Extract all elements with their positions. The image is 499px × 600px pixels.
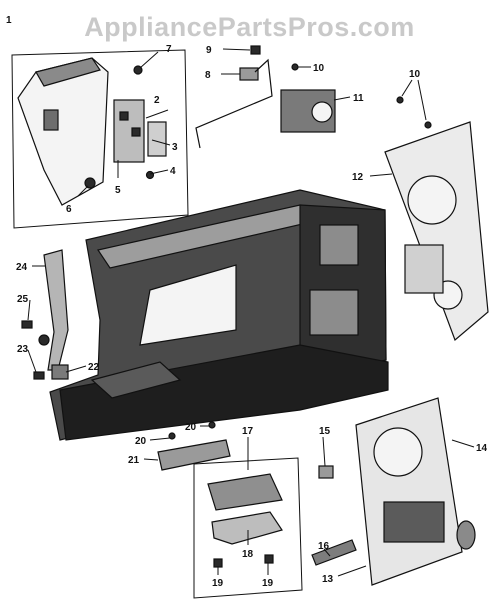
end-cover-panel [384, 96, 489, 342]
screw-part [168, 432, 176, 440]
callout-22: 22 [88, 362, 100, 373]
screw-part [213, 558, 223, 568]
body-bed-plate [90, 361, 182, 399]
linkage-assembly [195, 45, 336, 149]
callout-13: 13 [322, 574, 334, 585]
callout-16: 16 [318, 541, 330, 552]
screw-part [424, 121, 432, 129]
lever-rod-part [195, 58, 273, 149]
end-cover [384, 121, 489, 342]
front-panel-window [383, 501, 445, 543]
callout-6: 6 [66, 204, 72, 215]
screw-part [291, 63, 299, 71]
front-panel [355, 397, 463, 586]
mechanism-gear [311, 101, 333, 123]
end-cover-vents [404, 244, 444, 294]
callout-4: 4 [170, 166, 176, 177]
front-panel-dial-opening [373, 427, 423, 477]
screw-part [208, 421, 216, 429]
callout-23: 23 [17, 344, 29, 355]
body-window [309, 289, 359, 336]
lever-part [43, 249, 69, 371]
bracket-part [51, 364, 69, 380]
bracket-screw [131, 127, 141, 137]
callout-8: 8 [205, 70, 211, 81]
slide-plate-box [193, 457, 303, 599]
body-arm-opening [139, 264, 237, 346]
screw-part [21, 320, 33, 329]
callout-11: 11 [353, 93, 364, 104]
callout-labels: 1 2 3 4 5 6 7 8 9 10 10 11 12 13 14 15 1… [6, 15, 488, 589]
shaft-part [311, 539, 357, 566]
callout-2: 2 [154, 95, 160, 106]
thread-guide-part [147, 121, 167, 157]
plate-part [157, 439, 231, 471]
screw-part [264, 554, 274, 564]
callout-10-top: 10 [313, 63, 325, 74]
front-panel-assembly [311, 397, 476, 586]
callout-7: 7 [166, 44, 172, 55]
callout-24: 24 [16, 262, 28, 273]
screw-part [396, 96, 404, 104]
screw-part [33, 371, 45, 380]
face-cover-top [35, 57, 101, 87]
callout-5: 5 [115, 185, 121, 196]
face-cover-assembly [11, 49, 189, 229]
callout-18: 18 [242, 549, 254, 560]
body-window [319, 224, 359, 266]
callout-9: 9 [206, 45, 212, 56]
callout-10-right: 10 [409, 69, 421, 80]
slide-plate-part [207, 473, 283, 511]
knob-part [456, 520, 476, 550]
machine-body [49, 189, 389, 441]
knob-part [84, 177, 96, 189]
leader-lines [27, 48, 475, 577]
face-cover-box [11, 49, 189, 229]
bracket-part [239, 67, 259, 81]
left-parts [21, 249, 69, 380]
callout-19-left: 19 [212, 578, 224, 589]
bed-plate-parts [157, 421, 231, 471]
end-cover-hole [407, 175, 457, 225]
body-base [59, 344, 389, 441]
callout-3: 3 [172, 142, 178, 153]
callout-1: 1 [6, 15, 12, 26]
callout-15: 15 [319, 426, 331, 437]
slide-plate-assembly [193, 457, 303, 599]
callout-20-right: 20 [185, 422, 197, 433]
callout-14: 14 [476, 443, 488, 454]
hinge-part [38, 334, 50, 346]
callout-20-left: 20 [135, 436, 147, 447]
callout-12: 12 [352, 172, 364, 183]
spring-plate-part [211, 511, 283, 545]
callout-19-right: 19 [262, 578, 274, 589]
bracket-screw [119, 111, 129, 121]
screw-part [145, 170, 155, 180]
callout-17: 17 [242, 426, 254, 437]
screw-part [250, 45, 261, 55]
clip-part [318, 465, 334, 479]
callout-21: 21 [128, 455, 140, 466]
face-cover-latch [43, 109, 59, 131]
callout-25: 25 [17, 294, 29, 305]
